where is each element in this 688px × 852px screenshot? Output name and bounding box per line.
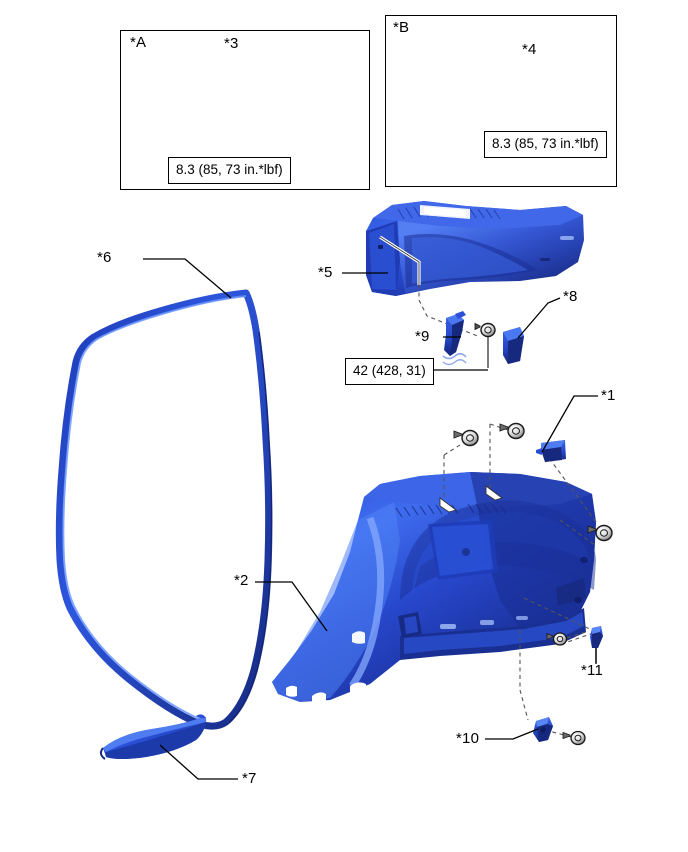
- part-6-artwork: [55, 289, 273, 730]
- part-7-artwork: [99, 714, 207, 760]
- part-6-shadow: [228, 331, 273, 724]
- callout-8: *8: [563, 288, 578, 305]
- callout-4: *4: [522, 41, 537, 58]
- callout-11: *11: [581, 662, 604, 679]
- callout-6: *6: [97, 249, 112, 266]
- bolt-bottom-right: [562, 730, 586, 746]
- inset-label-a: *A: [130, 34, 147, 51]
- callout-2: *2: [234, 572, 249, 589]
- callout-1: *1: [601, 387, 616, 404]
- leader-10: [485, 728, 539, 740]
- part-2-artwork: [272, 472, 596, 706]
- callout-10: *10: [456, 730, 480, 747]
- callout-7: *7: [242, 770, 257, 787]
- part-9-bolt: [474, 322, 496, 368]
- bolt-right-mid: [587, 524, 613, 542]
- torque-box-part-9: 42 (428, 31): [345, 358, 434, 385]
- leader-7: [159, 744, 238, 780]
- inset-box-a: [120, 30, 370, 190]
- bolt-upper-left: [453, 429, 479, 447]
- leader-6: [143, 258, 232, 299]
- bolt-upper-right: [499, 422, 525, 440]
- part-9-artwork: [442, 311, 467, 366]
- callout-9: *9: [415, 328, 430, 345]
- install-arrow-left: [439, 455, 457, 513]
- inset-box-b: [385, 15, 617, 187]
- torque-box-inset-b: 8.3 (85, 73 in.*lbf): [484, 131, 607, 158]
- leader-8: [517, 297, 561, 339]
- leader-2: [255, 581, 328, 632]
- callout-3: *3: [224, 35, 239, 52]
- leader-1: [541, 395, 598, 453]
- inset-label-b: *B: [393, 19, 410, 36]
- install-arrow-right: [485, 424, 503, 501]
- part-5-artwork: [366, 201, 584, 296]
- part-6-highlight: [62, 295, 247, 720]
- callout-5: *5: [318, 264, 333, 281]
- part-10-artwork: [533, 717, 553, 742]
- bolt-lower-left: [546, 632, 568, 646]
- torque-box-inset-a: 8.3 (85, 73 in.*lbf): [168, 157, 291, 184]
